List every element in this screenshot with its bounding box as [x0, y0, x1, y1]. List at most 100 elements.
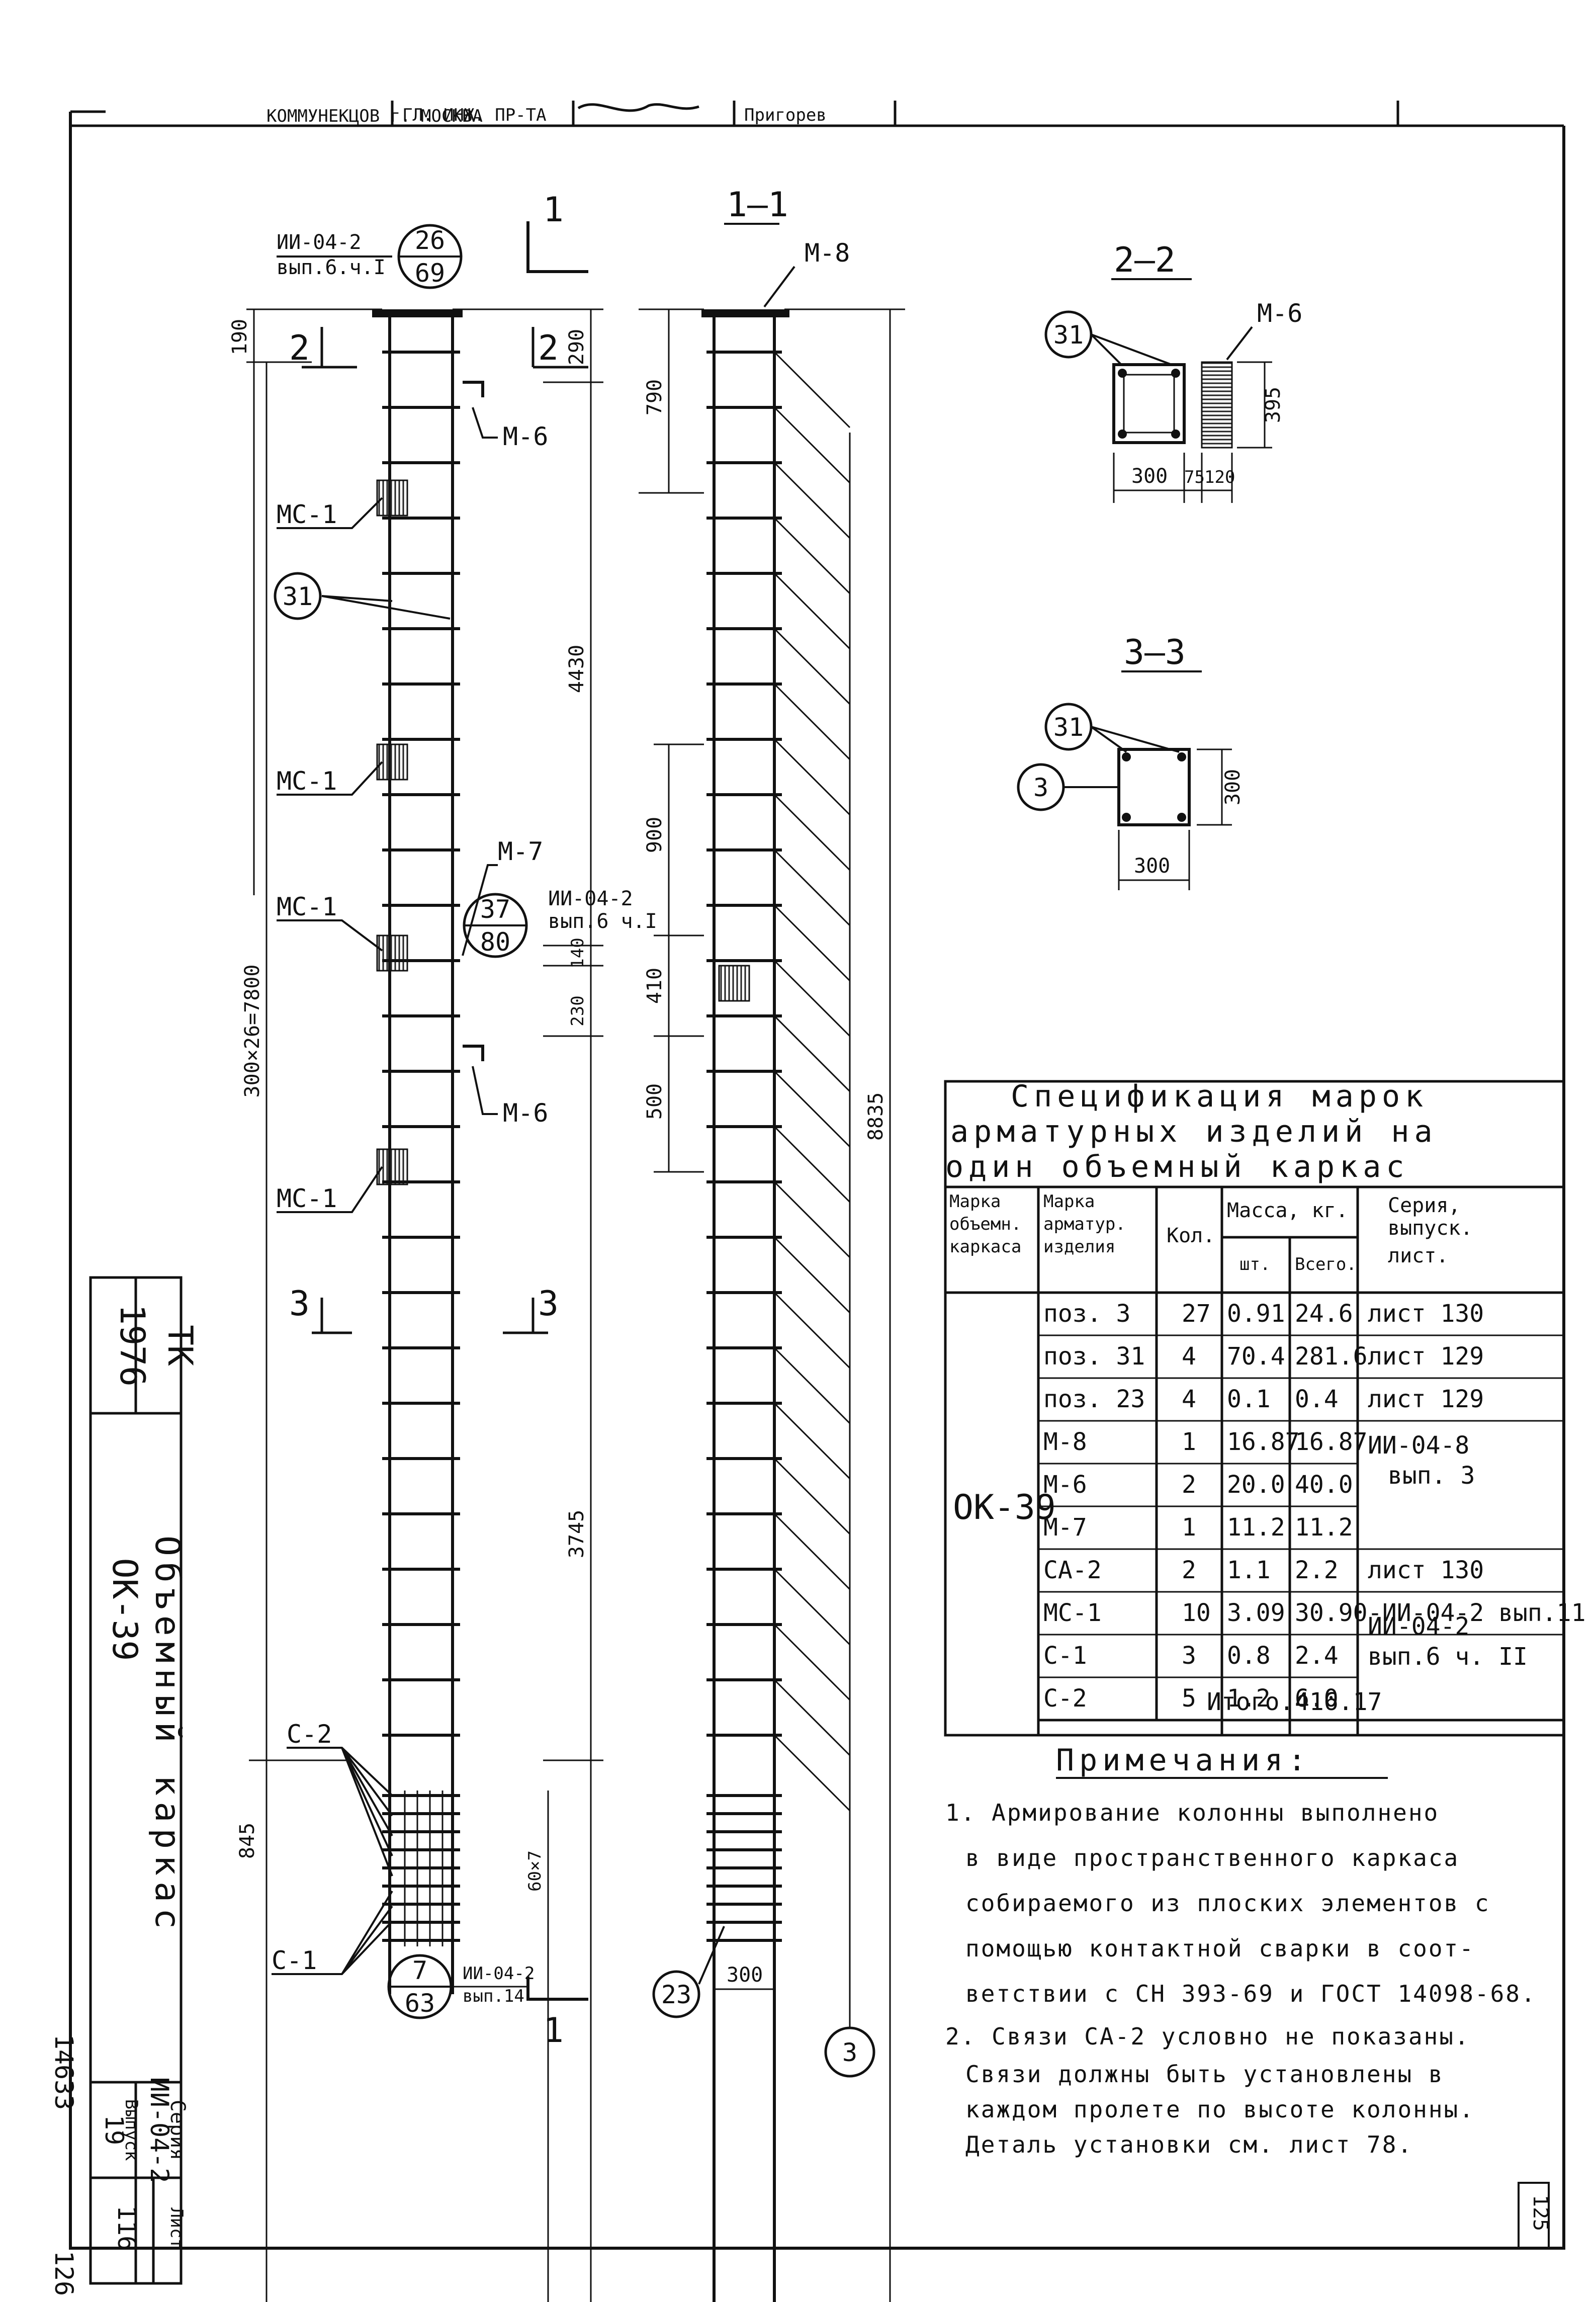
h-item-mark-l3: изделия	[1043, 1237, 1115, 1257]
label-m6-2-2: М-6	[1257, 299, 1302, 328]
spec-cell-qty: 3	[1182, 1642, 1196, 1670]
label-pos31: 31	[283, 582, 313, 611]
h-item-mark-l1: Марка	[1043, 1191, 1095, 1212]
spec-cell-qty: 27	[1182, 1300, 1211, 1328]
label-mc1-b: МС-1	[277, 766, 337, 796]
sec3-left: 3	[289, 1284, 310, 1324]
spec-cell-qty: 4	[1182, 1385, 1196, 1413]
ref-mid-den: 80	[480, 927, 510, 957]
notes-title: Примечания:	[1056, 1743, 1311, 1778]
label-pos23: 23	[661, 1980, 691, 2009]
diagonal-line	[773, 1402, 851, 1480]
ref-mid-issue: вып.6 ч.I	[548, 910, 657, 933]
note-1-line4: помощью контактной сварки в соот-	[965, 1935, 1475, 1962]
spec-cell-item: М-6	[1043, 1471, 1087, 1499]
signature-scribble	[577, 103, 699, 112]
spec-cell-series: лист 129	[1368, 1342, 1484, 1371]
spec-cell-each: 16.87	[1227, 1428, 1300, 1456]
spec-cell-qty: 1	[1182, 1513, 1196, 1542]
spec-cell-each: 0.8	[1227, 1642, 1271, 1670]
label-m8: М-8	[805, 238, 850, 268]
diagonal-line	[773, 406, 851, 484]
spec-cell-total: 30.90	[1295, 1599, 1368, 1627]
sec3-right: 3	[538, 1284, 559, 1324]
dim-500: 500	[643, 1083, 666, 1120]
diagonal-line	[773, 1181, 851, 1258]
ref-top-den: 69	[415, 259, 445, 288]
section-cut-1-bottom: 1	[543, 2011, 564, 2051]
diagonal-line	[773, 683, 851, 760]
spec-cell-item: М-7	[1043, 1513, 1087, 1542]
spec-cell-total: 16.87	[1295, 1428, 1368, 1456]
spec-cell-item: поз. 23	[1043, 1385, 1145, 1413]
frame-mark-ok39: ОК-39	[953, 1488, 1056, 1527]
left-title-block	[89, 1276, 183, 2285]
diagonal-line	[773, 1347, 851, 1424]
section-3-3-title: 3—3	[1124, 633, 1186, 672]
spec-cell-series: лист 129	[1368, 1385, 1484, 1413]
section-1-1-title: 1—1	[727, 185, 788, 225]
diagonal-line	[773, 960, 851, 1037]
dim-190: 190	[228, 319, 251, 355]
spec-cell-qty: 5	[1182, 1684, 1196, 1713]
year-label: 1976	[112, 1304, 152, 1387]
merged-series-b-l1: ИИ-04-2	[1368, 1612, 1469, 1641]
h-frame-mark-l1: Марка	[949, 1191, 1001, 1212]
ref-bot-num: 7	[412, 1956, 427, 1985]
archive-number: 14633	[49, 2034, 78, 2110]
diagonal-line	[773, 462, 851, 539]
spec-cell-qty: 10	[1182, 1599, 1211, 1627]
label-m6-upper: М-6	[503, 422, 548, 451]
section-ties	[706, 351, 851, 1942]
spec-cell-each: 3.09	[1227, 1599, 1285, 1627]
section-1-1: 1—1 М-8 8835 790 900 410 500 300 23 3	[639, 185, 905, 2302]
h-series-l2: выпуск.	[1388, 1217, 1473, 1240]
section-cut-1-top: 1	[543, 190, 564, 230]
spec-cell-each: 0.1	[1227, 1385, 1271, 1413]
dim-410: 410	[643, 968, 666, 1004]
sheet-label: Лист	[166, 2207, 187, 2249]
spec-cell-total: 281.6	[1295, 1342, 1368, 1371]
label-mc1-a: МС-1	[277, 500, 337, 529]
spec-cell-each: 20.0	[1227, 1471, 1285, 1499]
person-name: Пригорев	[744, 105, 827, 125]
column-elevation: 1 1 ИИ-04-2 вып.6.ч.I 26 69 2 2 3 3 190 …	[228, 190, 657, 2302]
dim-60x7: 60×7	[525, 1850, 545, 1892]
spec-cell-total: 24.6	[1295, 1300, 1353, 1328]
spec-cell-total: 2.4	[1295, 1642, 1339, 1670]
spec-cell-total: 0.4	[1295, 1385, 1339, 1413]
h-item-mark-l2: арматур.	[1043, 1214, 1126, 1234]
spec-cell-total: 40.0	[1295, 1471, 1353, 1499]
diagonal-line	[773, 1236, 851, 1314]
ref-mid-code: ИИ-04-2	[548, 887, 633, 910]
ref-bot-den: 63	[405, 1989, 435, 2018]
diagonal-line	[773, 849, 851, 926]
h-mass-each: шт.	[1239, 1254, 1270, 1274]
spec-cell-qty: 1	[1182, 1428, 1196, 1456]
section-2-2: 2—2 М-6 31 395 300 75 120	[1044, 240, 1302, 503]
diagonal-line	[773, 794, 851, 871]
spec-cell-each: 1.2	[1227, 1684, 1271, 1713]
label-m7: М-7	[498, 837, 543, 866]
note-2-line4: Деталь установки см. лист 78.	[965, 2131, 1413, 2158]
dim-300-3-3-v: 300	[1221, 769, 1245, 805]
mc1-block	[376, 743, 408, 781]
spec-cell-each: 1.1	[1227, 1556, 1271, 1584]
ref-bot-issue: вып.14	[463, 1986, 524, 2006]
diagonal-line	[773, 904, 851, 982]
spec-cell-series: лист 130	[1368, 1300, 1484, 1328]
h-qty: Кол.	[1167, 1224, 1215, 1247]
total-label: Итого.	[1207, 1688, 1294, 1716]
sheet-value: 116	[112, 2205, 141, 2251]
issue-value: 19	[100, 2115, 129, 2145]
spec-cell-qty: 2	[1182, 1471, 1196, 1499]
merged-series-a-l1: ИИ-04-8	[1368, 1431, 1469, 1460]
note-2-line1: 2. Связи СА-2 условно не показаны.	[945, 2023, 1470, 2050]
dim-total: 300×26=7800	[241, 965, 264, 1098]
spec-cell-qty: 2	[1182, 1556, 1196, 1584]
section-2-2-title: 2—2	[1114, 240, 1176, 280]
diagonal-line	[773, 1734, 851, 1812]
elevation-ties	[382, 351, 460, 1946]
sec2-right: 2	[538, 328, 559, 368]
